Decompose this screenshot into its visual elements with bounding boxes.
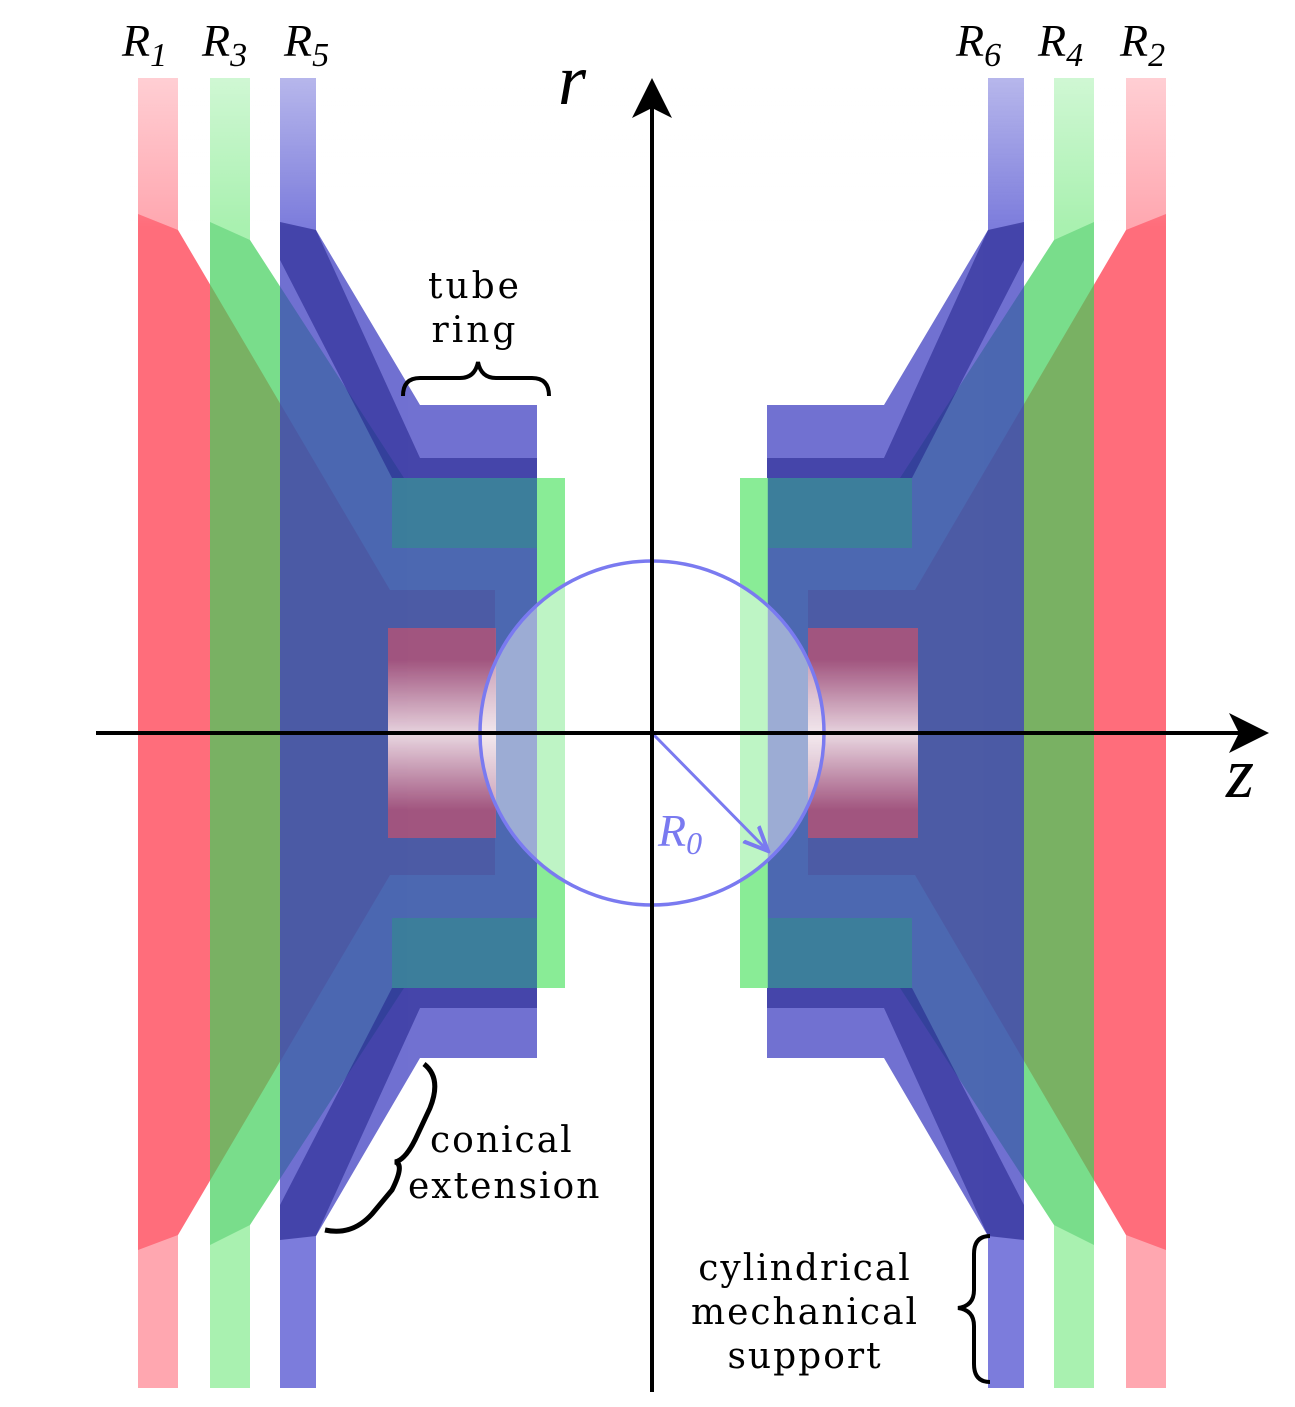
cylindrical-support-label-line3: support (727, 1336, 882, 1377)
overlap-shadow (280, 988, 537, 1240)
conical-extension-annotation: conical extension (324, 1062, 601, 1234)
overlap-shadow (767, 988, 1024, 1240)
conical-extension-brace (324, 1062, 438, 1234)
overlap-teal (767, 478, 912, 548)
r-axis-label: r (558, 40, 587, 120)
ring-label-r3: R3 (201, 15, 247, 74)
tube-ring-brace (401, 361, 551, 397)
sphere-radius-label: R0 (657, 805, 702, 861)
conical-extension-label-line1: conical (430, 1120, 574, 1161)
ring-labels: R1 R3 R5 R6 R4 R2 (121, 15, 1165, 74)
cylindrical-support-label-line1: cylindrical (698, 1248, 912, 1289)
conical-extension-label-line2: extension (408, 1166, 601, 1207)
overlap-shadow (767, 222, 1024, 478)
overlap-shadow (280, 222, 537, 478)
overlap-teal (392, 918, 537, 988)
cylindrical-support-annotation: cylindrical mechanical support (691, 1234, 991, 1384)
z-axis-label: z (1225, 733, 1254, 813)
ring-label-r2: R2 (1119, 15, 1165, 74)
cylindrical-support-brace (957, 1234, 991, 1384)
tube-ring-label-line1: tube (428, 266, 522, 307)
ring-label-r5: R5 (283, 15, 329, 74)
tube-ring-annotation: tube ring (401, 266, 551, 397)
overlap-teal (392, 478, 537, 548)
ring-label-r1: R1 (121, 15, 167, 74)
tube-ring-label-line2: ring (432, 310, 519, 351)
cylindrical-support-label-line2: mechanical (691, 1292, 919, 1333)
overlap-teal (767, 918, 912, 988)
radius-arrow (650, 731, 768, 851)
ring-label-r6: R6 (955, 15, 1001, 74)
ring-label-r4: R4 (1037, 15, 1083, 74)
